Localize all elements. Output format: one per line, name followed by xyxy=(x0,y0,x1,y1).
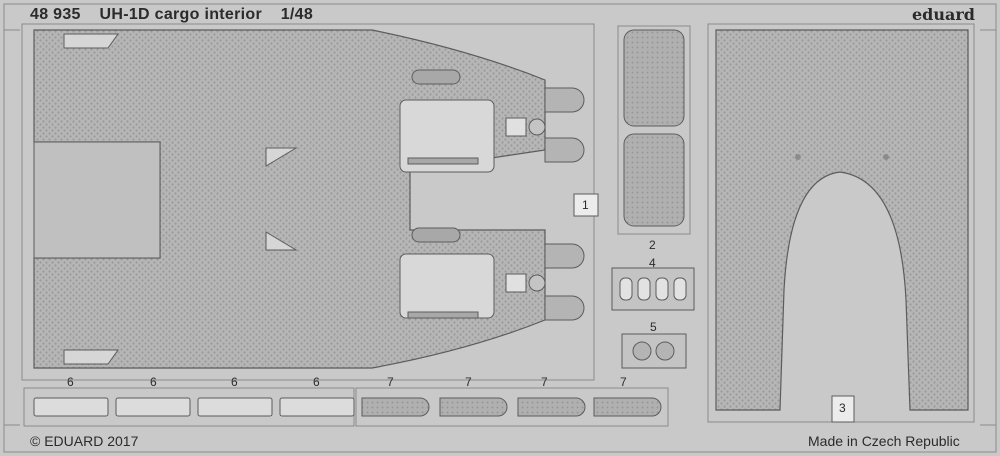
product-scale: 1/48 xyxy=(280,6,314,23)
part-number-7a: 7 xyxy=(387,375,394,389)
part-5-discs xyxy=(621,333,687,369)
part-number-6b: 6 xyxy=(150,375,157,389)
part-number-6d: 6 xyxy=(313,375,320,389)
part-number-1: 1 xyxy=(582,198,589,212)
part-number-2: 2 xyxy=(649,238,656,252)
part-number-7d: 7 xyxy=(620,375,627,389)
copyright-text: © EDUARD 2017 xyxy=(30,433,139,449)
part-number-3: 3 xyxy=(839,401,846,415)
part-2-seat-pads xyxy=(617,25,691,235)
part-number-4: 4 xyxy=(649,256,656,270)
part-number-5: 5 xyxy=(650,320,657,334)
part-4-brackets xyxy=(611,267,695,311)
part-3-floor-panel xyxy=(707,23,975,423)
part-number-6a: 6 xyxy=(67,375,74,389)
product-title: UH-1D cargo interior xyxy=(99,6,262,23)
brand-logo: eduard xyxy=(912,5,975,24)
part-1-cargo-floor xyxy=(21,23,599,381)
part-number-7b: 7 xyxy=(465,375,472,389)
fret-frame xyxy=(3,3,997,453)
part-7-rounded-strips xyxy=(355,387,669,427)
fret-title: 48 935 UH-1D cargo interior 1/48 xyxy=(30,6,327,24)
part-number-6c: 6 xyxy=(231,375,238,389)
part-6-strips xyxy=(23,387,355,427)
part-number-7c: 7 xyxy=(541,375,548,389)
product-code: 48 935 xyxy=(30,6,81,23)
origin-text: Made in Czech Republic xyxy=(808,433,960,449)
